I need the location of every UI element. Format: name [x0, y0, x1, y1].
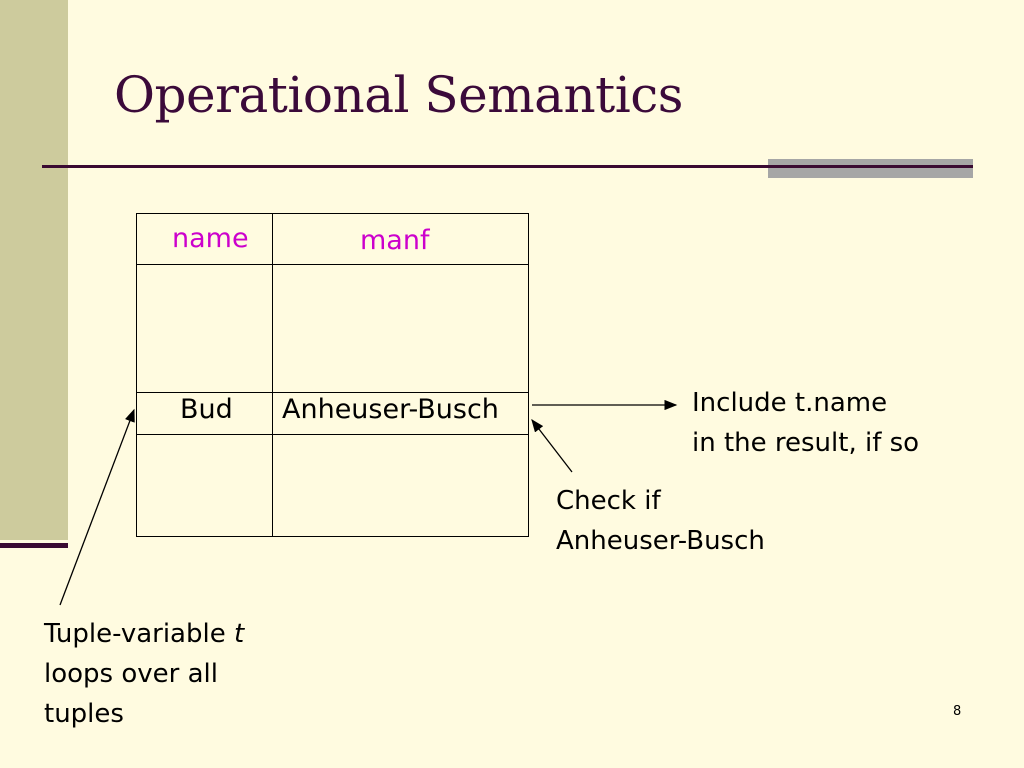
tuple-note: Tuple-variable t loops over all tuples: [44, 614, 244, 734]
tuple-note-line3: tuples: [44, 699, 124, 729]
tuple-variable-t: t: [233, 619, 245, 649]
left-sidebar-bar: [0, 0, 68, 540]
check-note-line2: Anheuser-Busch: [556, 526, 765, 556]
tuple-note-line1: Tuple-variable t: [44, 614, 244, 654]
left-accent-line: [0, 543, 68, 548]
include-note: Include t.name in the result, if so: [692, 383, 919, 463]
tuple-note-line2: loops over all: [44, 659, 218, 689]
table-border-left: [136, 213, 137, 537]
title-divider: [42, 165, 973, 168]
title-divider-accent: [768, 159, 973, 178]
table-border-top: [136, 213, 529, 214]
include-note-line1: Include t.name: [692, 388, 888, 418]
table-header-name: name: [172, 223, 249, 254]
table-row-divider: [136, 434, 529, 435]
table-cell-anheuser-busch: Anheuser-Busch: [282, 394, 499, 425]
tuple-arrow: [59, 408, 135, 606]
table-column-divider: [272, 213, 273, 537]
table-row-divider: [136, 392, 529, 393]
check-note: Check if Anheuser-Busch: [556, 481, 765, 561]
page-number: 8: [953, 704, 962, 719]
slide-title: Operational Semantics: [114, 66, 683, 124]
check-arrow: [531, 418, 573, 473]
table-header-manf: manf: [360, 225, 430, 256]
tuple-note-prefix: Tuple-variable: [44, 619, 234, 649]
table-cell-bud: Bud: [180, 394, 233, 425]
check-note-line1: Check if: [556, 486, 661, 516]
include-note-line2: in the result, if so: [692, 428, 920, 458]
table-border-bottom: [136, 536, 529, 537]
table-border-right: [528, 213, 529, 537]
table-header-divider: [136, 264, 529, 265]
